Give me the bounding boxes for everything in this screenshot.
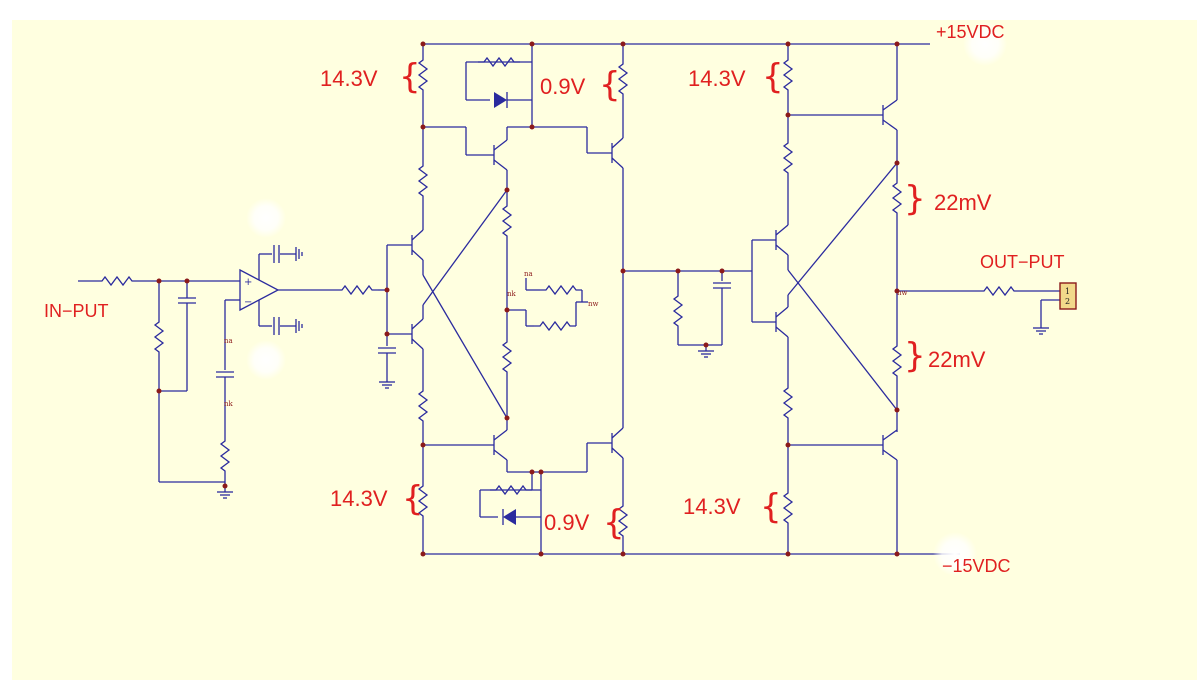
connector-pin-2: 2 bbox=[1065, 297, 1070, 306]
net-label-nw-2: nw bbox=[897, 289, 908, 297]
net-label-na-1: na bbox=[224, 337, 233, 345]
voltage-annotation-bottom-left: 14.3V bbox=[330, 486, 388, 511]
svg-text:−: − bbox=[244, 297, 252, 308]
voltage-annotation-upper-emitter: 22mV bbox=[934, 190, 992, 215]
output-connector: 1 2 bbox=[1059, 282, 1077, 310]
input-transistor-stage bbox=[387, 44, 508, 554]
voltage-annotation-top-mid: 0.9V bbox=[540, 74, 586, 99]
brace-bottom-right: { bbox=[760, 487, 782, 527]
input-stage: + − bbox=[78, 244, 397, 499]
negative-rail-label: −15VDC bbox=[942, 556, 1011, 576]
output-port-label: OUT−PUT bbox=[980, 252, 1065, 272]
connector-pin-1: 1 bbox=[1065, 287, 1070, 296]
svg-text:+: + bbox=[244, 277, 252, 288]
brace-bottom-mid: { bbox=[603, 503, 625, 543]
positive-rail-label: +15VDC bbox=[936, 22, 1005, 42]
voltage-annotation-lower-emitter: 22mV bbox=[928, 347, 986, 372]
brace-top-mid: { bbox=[599, 65, 621, 105]
lower-predriver bbox=[423, 418, 628, 554]
net-label-nk-1: nk bbox=[224, 400, 234, 408]
net-label-nk-2: nk bbox=[507, 290, 517, 298]
brace-top-left: { bbox=[399, 57, 421, 97]
upper-predriver bbox=[423, 44, 628, 428]
voltage-annotation-top-left: 14.3V bbox=[320, 66, 378, 91]
brace-top-right: { bbox=[762, 57, 784, 97]
voltage-annotation-bottom-right: 14.3V bbox=[683, 494, 741, 519]
net-label-nw-1: nw bbox=[588, 300, 599, 308]
junction-dots bbox=[156, 41, 900, 557]
middle-coupling bbox=[623, 270, 752, 358]
input-port-label: IN−PUT bbox=[44, 301, 109, 321]
output-driver-stage bbox=[751, 44, 898, 554]
brace-lower-emitter: } bbox=[904, 336, 926, 376]
schematic-sheet bbox=[12, 20, 1197, 680]
net-label-na-2: na bbox=[524, 270, 533, 278]
output-stage bbox=[788, 44, 1060, 554]
voltage-annotation-bottom-mid: 0.9V bbox=[544, 510, 590, 535]
voltage-annotation-top-right: 14.3V bbox=[688, 66, 746, 91]
brace-bottom-left: { bbox=[402, 479, 424, 519]
brace-upper-emitter: } bbox=[904, 179, 926, 219]
bias-network bbox=[502, 190, 588, 418]
